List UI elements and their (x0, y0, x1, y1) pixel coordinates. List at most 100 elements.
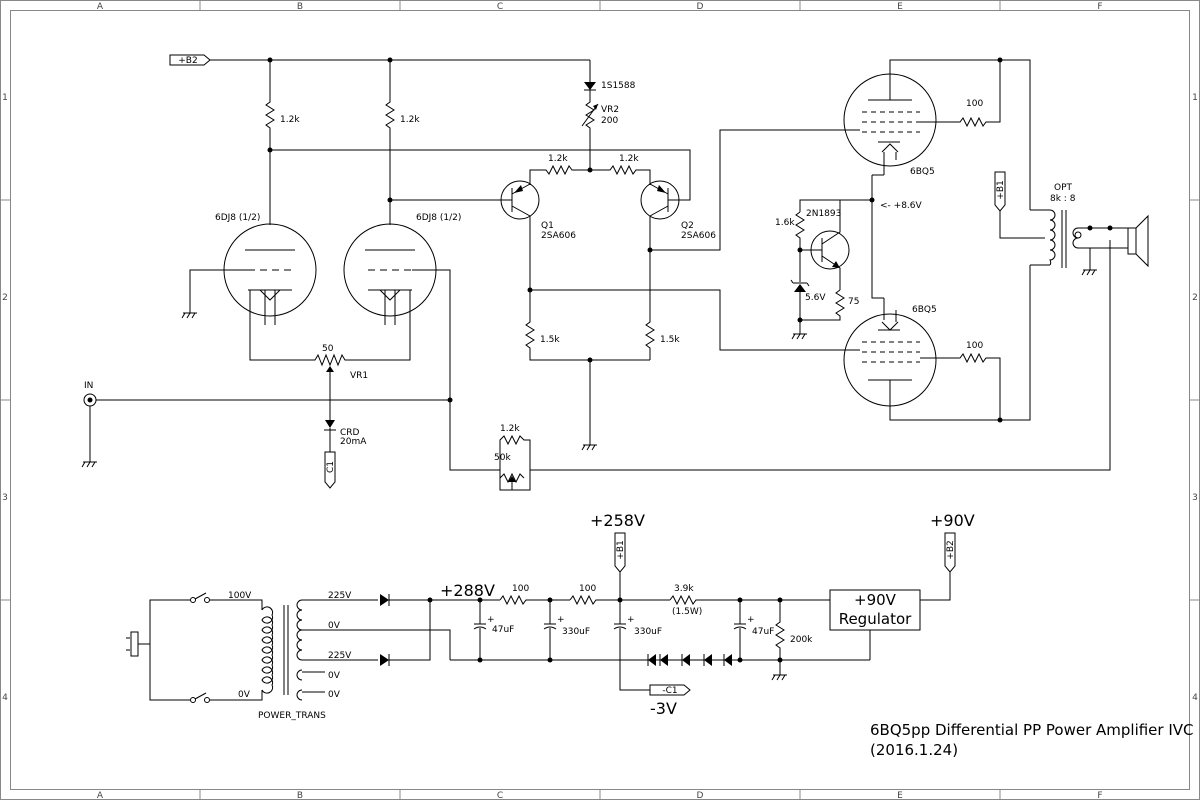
b2-port-label: +B2 (178, 56, 197, 66)
diode-1s1588: 1S1588 (584, 60, 636, 91)
vr1-value-label: 50 (322, 344, 334, 354)
opt-center-tap-wire (999, 211, 1045, 239)
resistor-label: 1.2k (400, 115, 420, 125)
frame-col-label: F (1097, 2, 1102, 12)
regulator-label: +90V (854, 591, 897, 609)
drive-wire-q1-to-lower-grid (530, 289, 860, 351)
frame-row-label: 1 (1192, 93, 1198, 103)
frame-col-label: E (897, 2, 903, 12)
transistor-label: 2N1893 (806, 209, 841, 219)
resistor-200k: 200k (775, 600, 813, 675)
transistor-q1: Q1 2SA606 (500, 180, 576, 290)
zener-label: 5.6V (805, 293, 826, 303)
secondary-voltage-label: 225V (328, 591, 352, 601)
regulator-label: Regulator (839, 610, 912, 628)
heater-voltage-label: 0V (328, 671, 341, 681)
resistor-label: 200k (790, 635, 813, 645)
resistor-label: 1.6k (775, 218, 795, 228)
frame-row-label: 2 (2, 293, 8, 303)
c1-input-port: C1 (324, 451, 336, 489)
frame-col-label: B (297, 2, 303, 12)
voltage-label-90: +90V (930, 511, 975, 530)
transistor-label: Q2 (681, 221, 694, 231)
ground-symbol (181, 312, 197, 319)
b2-supply-port: +B2 (944, 532, 956, 573)
junction-dot (797, 317, 803, 323)
b1-port-label: +B1 (996, 180, 1006, 199)
resistor-1k6: 1.6k (775, 211, 805, 282)
in-label: IN (84, 381, 93, 391)
polarity-mark: + (487, 615, 495, 625)
ac-voltage-label: 0V (238, 690, 251, 700)
frame-col-label: A (97, 791, 104, 800)
ground-symbol (81, 461, 97, 468)
resistor-3k9: 3.9k (1.5W) (669, 584, 830, 617)
trimmer-vr2: VR2 200 (581, 90, 619, 170)
resistor-label: 75 (848, 297, 859, 307)
capacitor-47uf-2: + 47uF (733, 600, 774, 660)
polarity-mark: + (627, 615, 635, 625)
bias-voltage-note: <- +8.6V (880, 201, 923, 211)
frame-row-label: 4 (2, 693, 8, 703)
junction-dot (997, 417, 1003, 423)
fb-resistor-label: 1.2k (500, 424, 520, 434)
resistor-label: 100 (966, 99, 983, 109)
ac-line-wire (149, 644, 190, 701)
tube-label: 6BQ5 (912, 305, 937, 315)
upper-plate-wire (889, 59, 1031, 210)
secondary-voltage-label: 225V (328, 651, 352, 661)
voltage-label-258: +258V (590, 511, 645, 530)
heater-voltage-label: 0V (328, 690, 341, 700)
vr1-wire (249, 290, 411, 367)
transistor-2n1893: 2N1893 (800, 200, 850, 290)
c1-port-label: C1 (326, 461, 336, 473)
tube-label: 6DJ8 (1/2) (215, 213, 260, 223)
resistor-label: 3.9k (674, 584, 694, 594)
v1-grid-to-ground (189, 269, 248, 313)
b1-port-label: +B1 (616, 540, 626, 559)
tube-label: 6BQ5 (910, 167, 935, 177)
capacitor-330uf-1: + 330uF (543, 600, 590, 660)
b1-port-right: +B1 (994, 171, 1006, 212)
transistor-type-label: 2SA606 (681, 231, 716, 241)
resistor-plate-right: 1.2k (385, 60, 420, 200)
junction-dot (547, 597, 553, 603)
resistor-label: 1.5k (660, 335, 680, 345)
secondary-voltage-label: 0V (328, 621, 341, 631)
bias-circuit-wire (799, 199, 872, 212)
frame-row-label: 3 (2, 493, 8, 503)
frame-col-label: C (497, 791, 503, 800)
vr2-label: VR2 (601, 105, 619, 115)
speaker-wire (1090, 227, 1128, 249)
resistor-label: 1.2k (619, 154, 639, 164)
resistor-rating-label: (1.5W) (672, 607, 702, 617)
resistor-label: 100 (579, 584, 596, 594)
frame-col-label: F (1097, 791, 1102, 800)
triode-v2: 6DJ8 (1/2) (343, 200, 461, 325)
transformer-label: POWER_TRANS (258, 711, 326, 721)
c1-supply-port: -C1 (649, 684, 691, 696)
triode-v1: 6DJ8 (1/2) (215, 150, 317, 325)
speaker-icon (1127, 214, 1149, 268)
crd-current-diode: CRD 20mA (324, 420, 367, 452)
junction-dot (777, 657, 783, 663)
frame-row-label: 1 (2, 93, 8, 103)
power-switch-bottom (190, 690, 263, 703)
resistor-collector-left: 1.5k (525, 290, 650, 361)
junction-dot (547, 657, 553, 663)
voltage-label-minus3: -3V (650, 699, 677, 718)
resistor-plate-left: 1.2k (265, 60, 300, 150)
ground-symbol (1081, 269, 1097, 276)
wire-left-plate-to-q2 (270, 149, 691, 201)
capacitor-label: 47uF (492, 625, 514, 635)
transistor-label: Q1 (541, 221, 554, 231)
frame-col-label: C (497, 2, 503, 12)
feedback-network: 1.2k 50k (494, 424, 531, 491)
zener-diode: 5.6V (790, 279, 826, 334)
rectifier-diode-top (380, 594, 390, 606)
junction-dot (447, 397, 453, 403)
frame-row-label: 2 (1192, 293, 1198, 303)
tube-label: 6DJ8 (1/2) (416, 213, 461, 223)
ground-symbol (771, 674, 787, 681)
ac-voltage-label: 100V (228, 591, 252, 601)
